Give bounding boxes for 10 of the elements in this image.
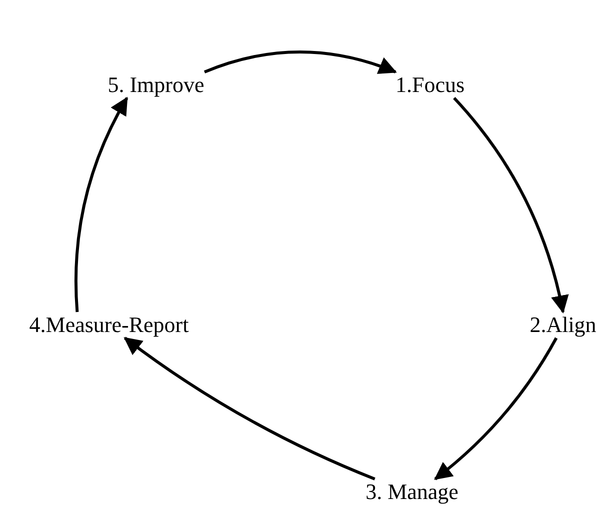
step-label: 4.Measure-Report xyxy=(29,312,189,338)
step-label: 2.Align xyxy=(530,312,596,338)
curved-arrow xyxy=(124,336,376,480)
step-label: 1.Focus xyxy=(395,72,465,98)
step-label: 5. Improve xyxy=(108,72,204,98)
curved-arrow xyxy=(434,337,558,480)
curved-arrow xyxy=(74,96,128,312)
step-label: 3. Manage xyxy=(366,479,458,505)
curved-arrow xyxy=(204,50,397,74)
curved-arrow xyxy=(453,97,568,314)
